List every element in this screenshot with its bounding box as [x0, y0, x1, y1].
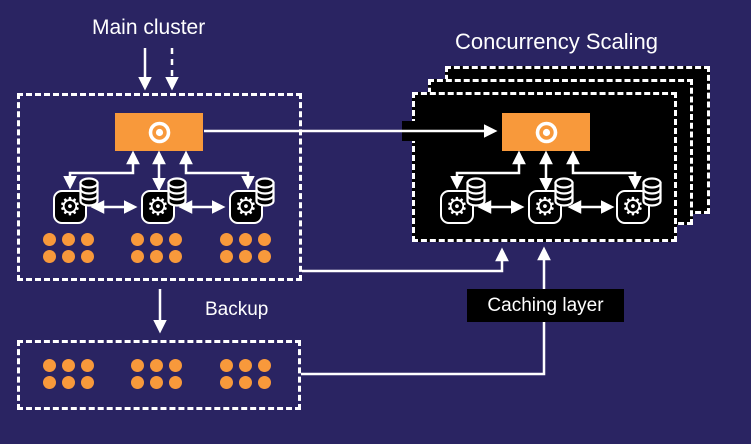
- data-slice-dot: [220, 359, 233, 372]
- data-slice-dot: [258, 376, 271, 389]
- concurrency-scaling-label: Concurrency Scaling: [455, 29, 658, 54]
- leader-node-main: [115, 113, 203, 151]
- data-slice-dot: [239, 250, 252, 263]
- data-slice-dot: [169, 376, 182, 389]
- slice-dots-group: [43, 233, 94, 263]
- compute-node: ⚙: [141, 177, 187, 224]
- data-slice-dot: [131, 359, 144, 372]
- database-cylinder-icon: [554, 177, 574, 207]
- database-cylinder-icon: [79, 177, 99, 207]
- slice-dots-group: [131, 359, 182, 389]
- gear-icon: ⚙: [234, 191, 258, 221]
- gear-icon: ⚙: [445, 191, 469, 221]
- data-slice-dot: [43, 233, 56, 246]
- data-slice-dot: [239, 359, 252, 372]
- data-slice-dot: [150, 250, 163, 263]
- gear-icon: ⚙: [58, 191, 82, 221]
- compute-node: ⚙: [53, 177, 99, 224]
- gear-icon: ⚙: [146, 191, 170, 221]
- target-circle-icon: [148, 121, 170, 143]
- target-circle-icon: [535, 121, 557, 143]
- main-cluster-label: Main cluster: [92, 16, 206, 39]
- main-cluster-box: [17, 93, 302, 281]
- database-cylinder-icon: [255, 177, 275, 207]
- gear-icon: ⚙: [621, 191, 645, 221]
- data-slice-dot: [81, 359, 94, 372]
- data-slice-dot: [258, 250, 271, 263]
- slice-dots-group: [220, 359, 271, 389]
- leader-node-scaling: [502, 113, 590, 151]
- data-slice-dot: [62, 359, 75, 372]
- data-slice-dot: [150, 376, 163, 389]
- slice-dots-group: [43, 359, 94, 389]
- data-slice-dot: [220, 233, 233, 246]
- slice-dots-group: [131, 233, 182, 263]
- compute-node: ⚙: [229, 177, 275, 224]
- data-slice-dot: [258, 359, 271, 372]
- data-slice-dot: [169, 233, 182, 246]
- data-slice-dot: [62, 233, 75, 246]
- data-slice-dot: [150, 233, 163, 246]
- database-cylinder-icon: [466, 177, 486, 207]
- data-slice-dot: [43, 376, 56, 389]
- compute-node: ⚙: [440, 177, 486, 224]
- database-cylinder-icon: [642, 177, 662, 207]
- data-slice-dot: [81, 250, 94, 263]
- data-slice-dot: [131, 250, 144, 263]
- database-cylinder-icon: [167, 177, 187, 207]
- data-slice-dot: [239, 233, 252, 246]
- data-slice-dot: [169, 359, 182, 372]
- data-slice-dot: [220, 250, 233, 263]
- data-slice-dot: [131, 376, 144, 389]
- backup-box: [17, 340, 301, 410]
- data-slice-dot: [150, 359, 163, 372]
- data-slice-dot: [62, 250, 75, 263]
- caching-layer-tag: Caching layer: [467, 289, 624, 322]
- compute-node: ⚙: [616, 177, 662, 224]
- data-slice-dot: [258, 233, 271, 246]
- data-slice-dot: [220, 376, 233, 389]
- data-slice-dot: [131, 233, 144, 246]
- slice-dots-group: [220, 233, 271, 263]
- data-slice-dot: [81, 376, 94, 389]
- data-slice-dot: [43, 359, 56, 372]
- data-slice-dot: [169, 250, 182, 263]
- backup-label: Backup: [205, 299, 269, 320]
- caching-layer-label: Caching layer: [487, 294, 604, 316]
- gear-icon: ⚙: [533, 191, 557, 221]
- compute-node: ⚙: [528, 177, 574, 224]
- data-slice-dot: [81, 233, 94, 246]
- data-slice-dot: [62, 376, 75, 389]
- data-slice-dot: [239, 376, 252, 389]
- arrow-cache-from-main: [302, 247, 509, 273]
- data-slice-dot: [43, 250, 56, 263]
